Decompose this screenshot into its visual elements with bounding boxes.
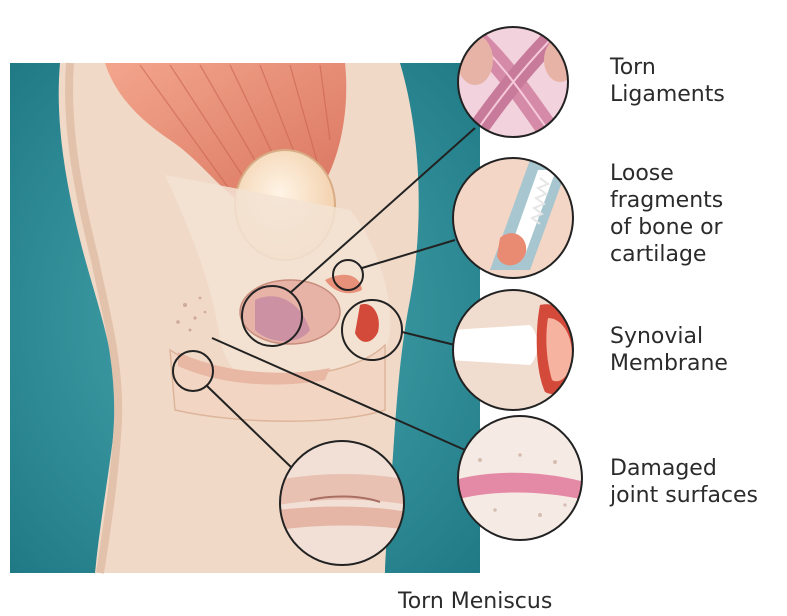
label-torn-ligaments: Torn Ligaments [610,54,725,108]
label-synovial-membrane: Synovial Membrane [610,323,728,377]
label-torn-meniscus: Torn Meniscus [398,588,552,615]
label-damaged-joint-surfaces: Damaged joint surfaces [610,455,758,509]
label-loose-fragments: Loose fragments of bone or cartilage [610,160,723,268]
